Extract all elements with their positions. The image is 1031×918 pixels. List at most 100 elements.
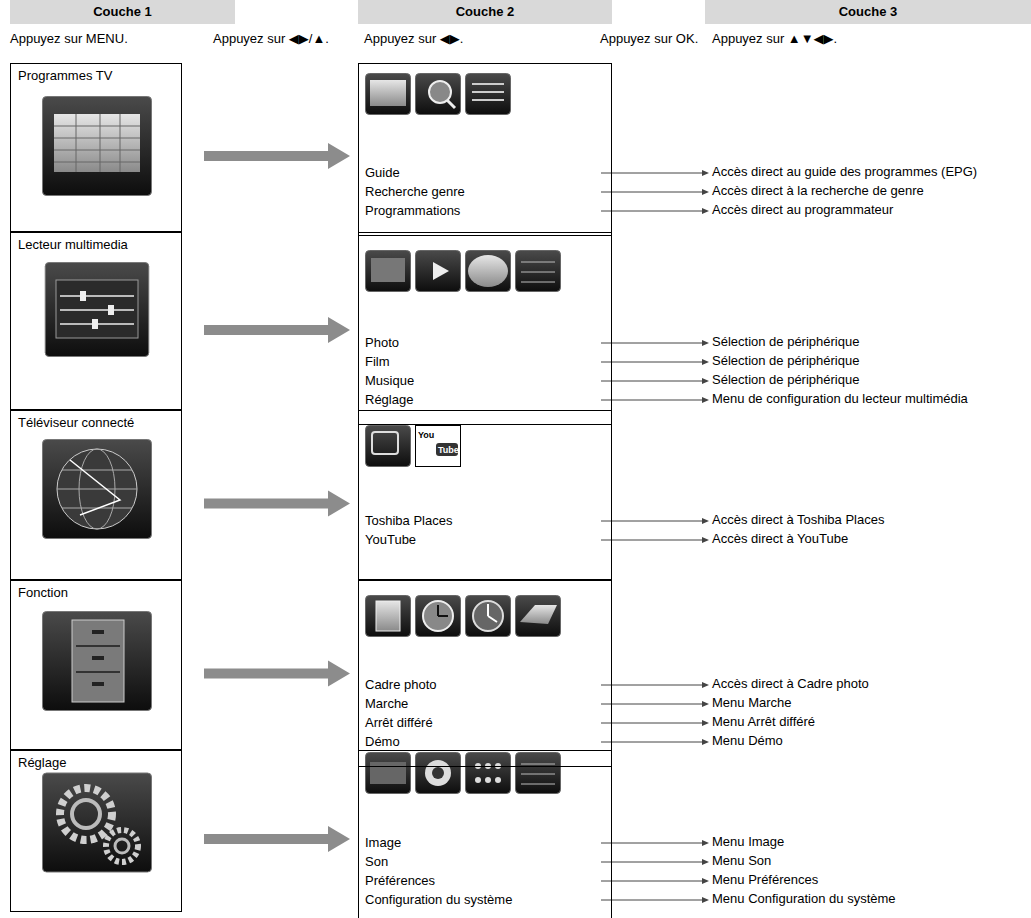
menu-category-box: Réglage bbox=[10, 750, 182, 912]
menu-icon-row bbox=[366, 251, 561, 292]
node-text: Arrêt différé bbox=[365, 715, 433, 730]
destination-text: Menu Image bbox=[712, 833, 787, 851]
node-text: Accès direct à Cadre photo bbox=[712, 676, 869, 691]
node-text: Configuration du système bbox=[365, 892, 512, 907]
node-text: YouTube bbox=[365, 532, 416, 547]
submenu-item: Guide bbox=[365, 164, 601, 182]
node-text: Cadre photo bbox=[365, 677, 437, 692]
media-player-icon bbox=[45, 262, 149, 356]
submenu-item: Programmations bbox=[365, 202, 601, 220]
node-text: Menu Marche bbox=[712, 695, 791, 710]
node-text: Sélection de périphérique bbox=[712, 334, 859, 349]
submenu-box: PhotoFilmMusiqueRéglage bbox=[358, 232, 612, 425]
menu-category-box: Fonction bbox=[10, 580, 182, 750]
node-text: Guide bbox=[365, 165, 400, 180]
submenu-item: Photo bbox=[365, 334, 601, 352]
destination-text: Sélection de périphérique bbox=[712, 371, 862, 389]
node-text: Image bbox=[365, 835, 401, 850]
pointer-arrow bbox=[601, 518, 709, 524]
column-header: Couche 2 bbox=[358, 0, 612, 24]
node-text: Accès direct à YouTube bbox=[712, 531, 848, 546]
logo-text: Tube bbox=[438, 445, 459, 455]
submenu-box: Toshiba PlacesYouTube bbox=[358, 410, 612, 580]
node-text: Couche 3 bbox=[839, 4, 898, 19]
submenu-item: YouTube bbox=[365, 531, 601, 549]
node-text: Menu Image bbox=[712, 834, 784, 849]
node-text: Recherche genre bbox=[365, 184, 465, 199]
node-text: Accès direct au programmateur bbox=[712, 202, 893, 217]
node-text: Préférences bbox=[365, 873, 435, 888]
destination-text: Sélection de périphérique bbox=[712, 352, 862, 370]
node-text: Démo bbox=[365, 734, 400, 749]
pointer-arrow bbox=[601, 397, 709, 403]
instruction-text: Appuyez sur MENU. bbox=[10, 31, 128, 46]
menu-icon-row bbox=[366, 753, 561, 794]
column-header: Couche 3 bbox=[705, 0, 1031, 24]
thick-arrow bbox=[204, 143, 350, 169]
thick-arrow bbox=[204, 491, 350, 517]
settings-icon bbox=[43, 773, 152, 872]
pointer-arrow bbox=[601, 537, 709, 543]
node-text: Menu Son bbox=[712, 853, 771, 868]
node-text: Son bbox=[365, 854, 388, 869]
destination-text: Accès direct à Toshiba Places bbox=[712, 511, 887, 529]
instruction-text: Appuyez sur ▲▼◀▶. bbox=[712, 31, 837, 46]
pointer-arrow bbox=[601, 359, 709, 365]
submenu-box: GuideRecherche genreProgrammations bbox=[358, 63, 612, 236]
node-text: Programmes TV bbox=[11, 64, 119, 87]
connected-tv-icon bbox=[43, 440, 152, 539]
menu-category-box: Téléviseur connecté bbox=[10, 410, 182, 580]
node-text: Marche bbox=[365, 696, 408, 711]
node-text: Menu Arrêt différé bbox=[712, 714, 815, 729]
node-text: Fonction bbox=[11, 581, 75, 604]
submenu-item: Démo bbox=[365, 733, 601, 751]
destination-text: Menu de configuration du lecteur multimé… bbox=[712, 390, 970, 408]
menu-icon-row bbox=[366, 426, 461, 467]
instruction-text: Appuyez sur ◀▶. bbox=[364, 31, 463, 46]
node-text: Menu Configuration du système bbox=[712, 891, 896, 906]
submenu-item: Film bbox=[365, 353, 601, 371]
thick-arrow bbox=[204, 826, 350, 852]
pointer-arrow bbox=[601, 859, 709, 865]
destination-text: Accès direct au programmateur bbox=[712, 201, 896, 219]
submenu-item: Recherche genre bbox=[365, 183, 601, 201]
destination-text: Menu Démo bbox=[712, 732, 785, 750]
submenu-item: Préférences bbox=[365, 872, 601, 890]
pointer-arrow bbox=[601, 189, 709, 195]
destination-text: Menu Son bbox=[712, 852, 774, 870]
thick-arrow bbox=[204, 317, 350, 343]
destination-text: Accès direct à la recherche de genre bbox=[712, 182, 926, 200]
node-text: Sélection de périphérique bbox=[712, 372, 859, 387]
pointer-arrow bbox=[601, 897, 709, 903]
destination-text: Menu Configuration du système bbox=[712, 890, 898, 908]
node-text: Lecteur multimedia bbox=[11, 233, 135, 256]
submenu-item: Cadre photo bbox=[365, 676, 601, 694]
function-icon bbox=[43, 612, 152, 711]
submenu-item: Configuration du système bbox=[365, 891, 601, 909]
pointer-arrow bbox=[601, 878, 709, 884]
submenu-box: Cadre photoMarcheArrêt différéDémo bbox=[358, 580, 612, 767]
menu-icon-row bbox=[366, 74, 511, 115]
node-text: Couche 2 bbox=[456, 4, 515, 19]
node-text: Accès direct à Toshiba Places bbox=[712, 512, 884, 527]
submenu-item: Son bbox=[365, 853, 601, 871]
pointer-arrow bbox=[601, 720, 709, 726]
node-text: Accès direct au guide des programmes (EP… bbox=[712, 164, 977, 179]
destination-text: Menu Marche bbox=[712, 694, 794, 712]
node-text: Réglage bbox=[365, 392, 413, 407]
pointer-arrow bbox=[601, 170, 709, 176]
submenu-item: Réglage bbox=[365, 391, 601, 409]
node-text: Film bbox=[365, 354, 390, 369]
submenu-item: Arrêt différé bbox=[365, 714, 601, 732]
logo-text: You bbox=[418, 430, 434, 440]
node-text: Menu Préférences bbox=[712, 872, 818, 887]
node-text: Couche 1 bbox=[93, 4, 152, 19]
node-text: Téléviseur connecté bbox=[11, 411, 141, 434]
pointer-arrow bbox=[601, 739, 709, 745]
node-text: Sélection de périphérique bbox=[712, 353, 859, 368]
destination-text: Menu Préférences bbox=[712, 871, 821, 889]
node-text: Accès direct à la recherche de genre bbox=[712, 183, 924, 198]
submenu-item: Marche bbox=[365, 695, 601, 713]
